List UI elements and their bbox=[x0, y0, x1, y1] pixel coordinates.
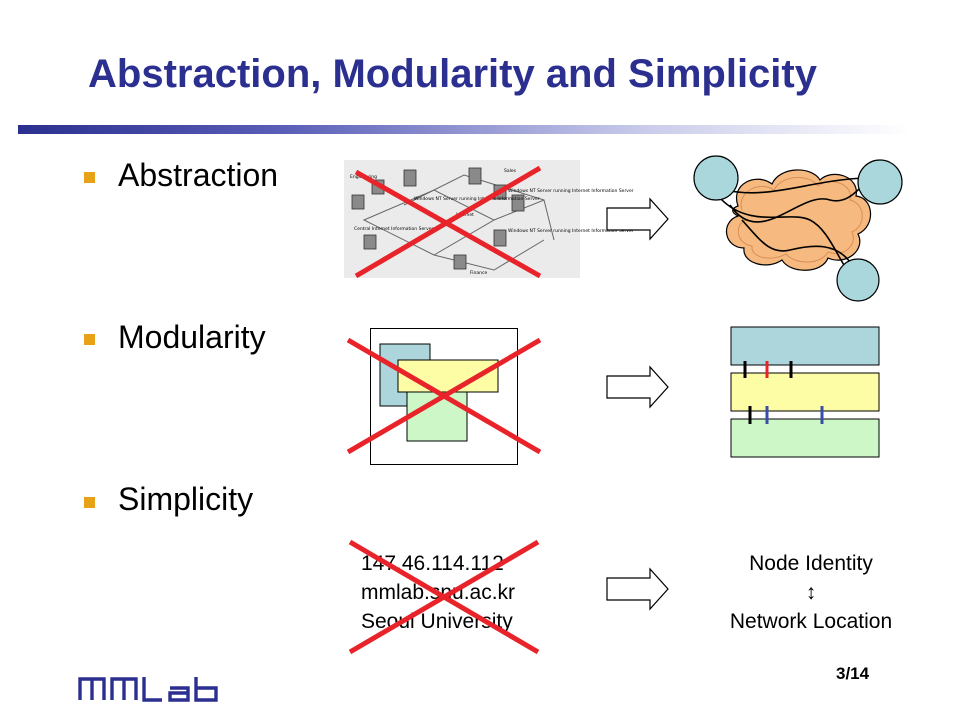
label-server-1: Windows NT Server running Internet Infor… bbox=[414, 196, 540, 202]
label-server-3: Windows NT Server running Internet Infor… bbox=[508, 228, 634, 234]
page-number: 3/14 bbox=[836, 664, 870, 683]
bullet-marker bbox=[84, 334, 95, 345]
node-circle bbox=[857, 159, 903, 205]
layered-modules-diagram bbox=[730, 326, 880, 458]
node-identity-text: Node Identity bbox=[749, 552, 873, 575]
network-location-text: Network Location bbox=[729, 610, 893, 633]
bullet-marker bbox=[84, 497, 95, 508]
arrow-right-icon bbox=[606, 567, 669, 611]
title-underline bbox=[18, 125, 910, 134]
bullet-simplicity: Simplicity bbox=[118, 481, 254, 517]
label-server-2: Windows NT Server running Internet Infor… bbox=[508, 188, 634, 194]
cross-mark bbox=[346, 337, 542, 455]
bullet-modularity: Modularity bbox=[118, 319, 266, 355]
bullet-abstraction: Abstraction bbox=[118, 157, 279, 193]
node-circle bbox=[836, 258, 880, 302]
cross-mark bbox=[348, 539, 540, 655]
label-sales: Sales bbox=[504, 168, 517, 174]
cloud-network-diagram bbox=[693, 155, 903, 302]
up-down-arrow-icon: ↕ bbox=[805, 581, 817, 604]
arrow-right-icon bbox=[606, 365, 669, 409]
node-circle bbox=[693, 155, 739, 201]
label-central-server: Central Internet Information Server bbox=[354, 226, 433, 232]
label-internet: Internet bbox=[456, 212, 474, 218]
page-title: Abstraction, Modularity and Simplicity bbox=[88, 52, 817, 96]
arrow-right-icon bbox=[606, 197, 669, 241]
cross-mark bbox=[354, 165, 542, 279]
mmlab-logo bbox=[78, 677, 218, 702]
label-finance: Finance bbox=[470, 270, 487, 276]
bullet-marker bbox=[84, 172, 95, 183]
